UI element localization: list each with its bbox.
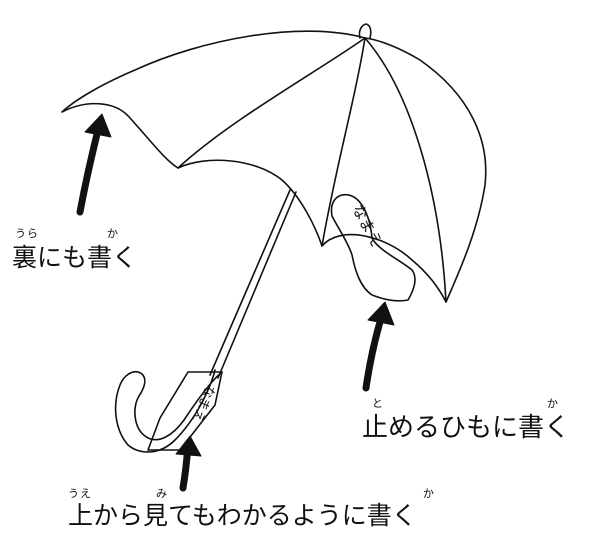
furigana-mi: み bbox=[156, 487, 168, 500]
furigana-to: と bbox=[372, 397, 384, 410]
handle-tag-text: なまえ bbox=[189, 383, 218, 425]
umbrella-rib-left bbox=[177, 37, 366, 169]
underside-text: 裏にも書く bbox=[12, 243, 138, 272]
umbrella-handle bbox=[114, 369, 223, 453]
umbrella-tip bbox=[358, 23, 372, 39]
arrow-strap bbox=[362, 311, 386, 392]
arrow-underside bbox=[76, 122, 103, 216]
furigana-ka: か bbox=[547, 397, 559, 410]
strap-tag-text: なまえ bbox=[348, 201, 385, 249]
arrowhead-strap bbox=[367, 301, 395, 326]
strap-name-tag bbox=[330, 194, 416, 302]
strap-text: 止めるひもに書く bbox=[362, 413, 571, 443]
umbrella-shaft bbox=[209, 189, 297, 379]
umbrella-rib-middle bbox=[321, 37, 366, 247]
furigana-ka: か bbox=[423, 487, 435, 500]
arrowhead-handle bbox=[175, 435, 202, 457]
umbrella-rib-right bbox=[364, 37, 447, 303]
umbrella-canopy bbox=[61, 30, 487, 303]
furigana-ue: うえ bbox=[68, 487, 92, 500]
arrowhead-underside bbox=[84, 113, 112, 138]
furigana-ura: うら bbox=[15, 227, 39, 240]
handle-text: 上から見てもわかるように書く bbox=[68, 501, 417, 530]
furigana-ka: か bbox=[107, 227, 119, 240]
